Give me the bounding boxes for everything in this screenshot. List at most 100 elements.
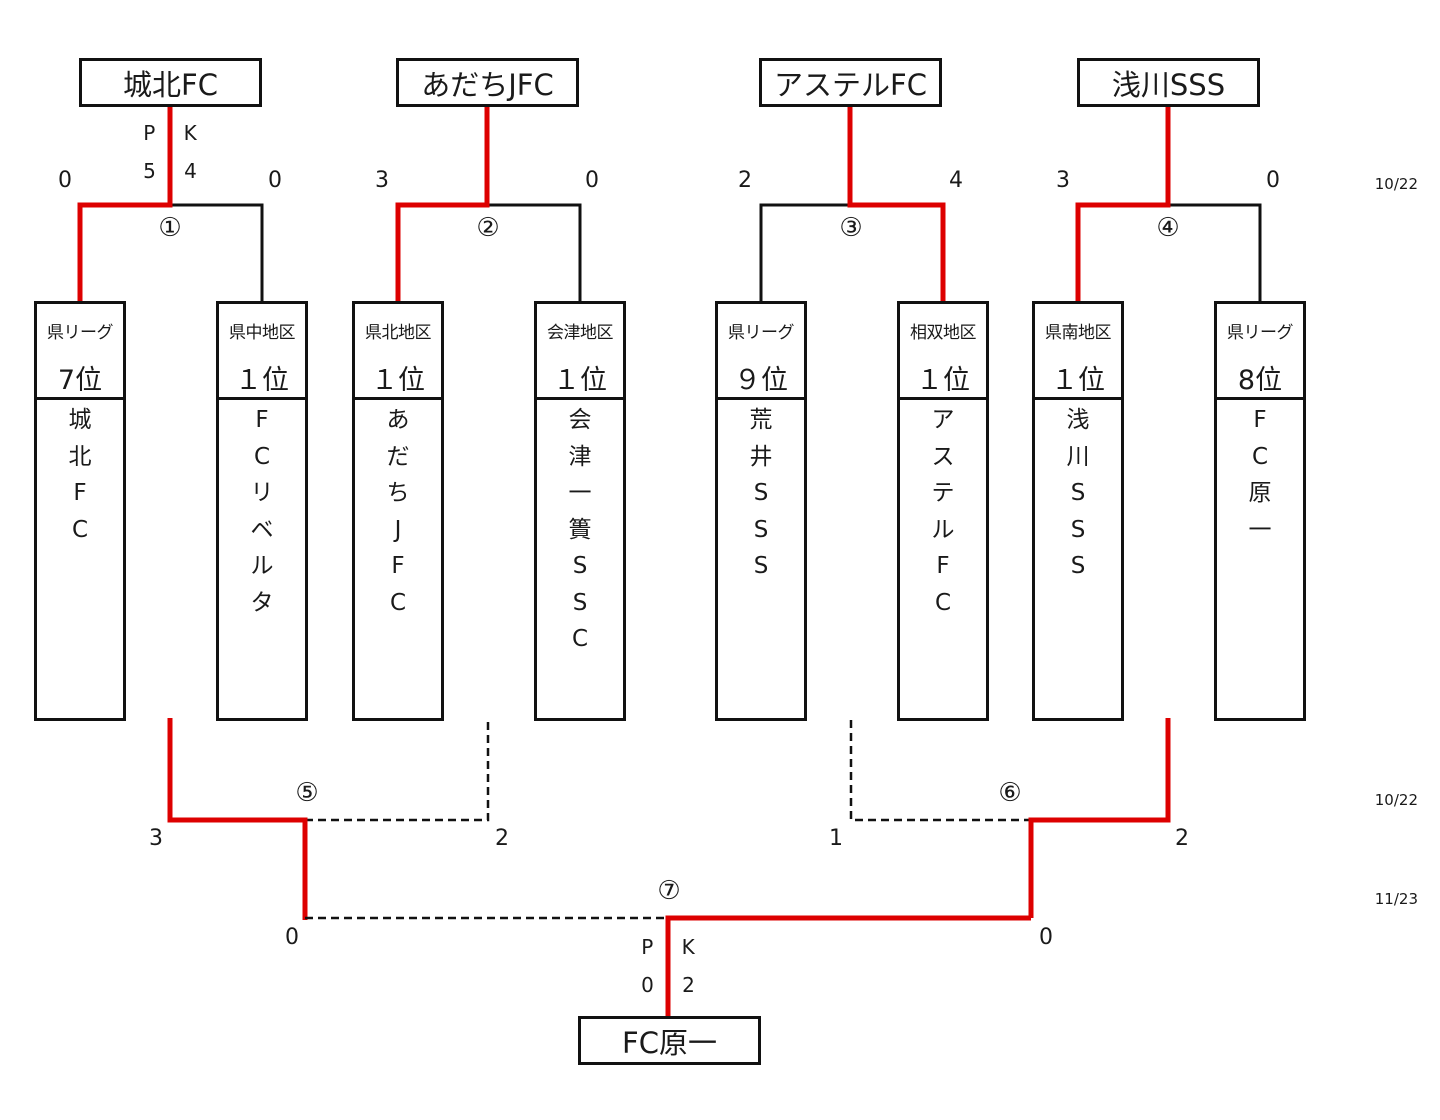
team-name-char: ベ	[250, 516, 274, 543]
match-number: ②	[476, 213, 500, 243]
match-number: ④	[1156, 213, 1180, 243]
pk-score: 5 4	[143, 159, 205, 183]
score-right: 0	[1039, 925, 1053, 950]
pk-label: P K	[143, 121, 205, 145]
team-rank: １位	[235, 365, 289, 396]
team-divider	[1217, 397, 1303, 400]
score-left: 3	[375, 168, 389, 193]
match-number: ①	[158, 213, 182, 243]
score-left: 3	[149, 826, 163, 851]
team-name-char: 井	[749, 443, 773, 470]
team-rank: １位	[553, 365, 607, 396]
team-divider	[1035, 397, 1121, 400]
team-name-char: C	[389, 589, 407, 616]
round1-winner-box-2: あだちJFC	[396, 58, 579, 107]
score-left: 1	[829, 826, 843, 851]
team-name-char: 浅	[1066, 407, 1090, 433]
match6-loser-line	[849, 720, 1031, 822]
match3-loser-line	[759, 203, 850, 301]
match4-winner-line	[1075, 107, 1171, 301]
team-divider	[355, 397, 441, 400]
pk-score: 0 2	[641, 973, 703, 997]
team-name-char: C	[253, 443, 271, 470]
match-number: ③	[839, 213, 863, 243]
team-name-char: ち	[386, 480, 410, 506]
team-category: 県リーグ	[1227, 323, 1294, 343]
team-name-char: 川	[1066, 443, 1090, 470]
team-name-char: 会	[568, 407, 592, 433]
match6-winner-line	[1028, 718, 1171, 918]
team-category: 県南地区	[1045, 323, 1112, 343]
team-category: 県リーグ	[47, 323, 114, 343]
team-rank: 7位	[57, 365, 103, 396]
team-name-char: 北	[68, 443, 92, 470]
winner-name: 城北FC	[123, 67, 218, 102]
round1-winner-box-3: アステルFC	[759, 58, 942, 107]
team-name-char: 荒	[749, 407, 773, 433]
team-rank: １位	[1051, 365, 1105, 396]
score-right: 0	[1266, 168, 1280, 193]
match-number: ⑥	[998, 778, 1022, 808]
team-name-char: F	[391, 553, 405, 579]
score-left: 3	[1056, 168, 1070, 193]
team-name-char: ル	[250, 553, 274, 579]
match-number: ⑦	[657, 876, 681, 906]
match3-winner-line	[847, 107, 946, 301]
team-name-char: あ	[386, 407, 410, 433]
date-semifinal: 10/22	[1374, 791, 1418, 809]
team-name-char: C	[71, 516, 89, 543]
team-name-char: テ	[931, 480, 955, 506]
team-name-char: J	[394, 516, 402, 543]
winner-name: あだちJFC	[421, 67, 554, 102]
score-left: 2	[738, 168, 752, 193]
team-name-char: F	[1253, 407, 1267, 433]
team-name-char: S	[1070, 553, 1086, 579]
team-category: 県北地区	[365, 323, 432, 343]
team-name-char: だ	[386, 443, 410, 470]
team-divider	[537, 397, 623, 400]
team-category: 県リーグ	[728, 323, 795, 343]
team-name-char: F	[255, 407, 269, 433]
match5-winner-line	[167, 718, 308, 920]
team-category: 県中地区	[229, 323, 296, 343]
pk-label: P K	[641, 935, 703, 959]
match2-loser-line	[487, 203, 582, 301]
team-name-char: S	[1070, 480, 1086, 506]
match-number: ⑤	[295, 778, 319, 808]
score-right: 2	[1175, 826, 1189, 851]
team-divider	[718, 397, 804, 400]
team-name-char: 簣	[568, 516, 592, 543]
team-name-char: F	[73, 480, 87, 506]
match4-loser-line	[1168, 203, 1262, 301]
team-name-char: ル	[931, 516, 955, 543]
match5-loser-line	[305, 720, 490, 822]
score-left: 0	[58, 168, 72, 193]
team-category: 相双地区	[910, 323, 977, 343]
match1-loser-line	[170, 203, 264, 301]
match1-winner-line	[77, 107, 173, 301]
team-divider	[900, 397, 986, 400]
team-name-char: S	[572, 589, 588, 616]
champion-box: FC原一	[578, 1016, 761, 1065]
team-rank: １位	[371, 365, 425, 396]
match7-winner-line	[665, 915, 1031, 1016]
team-name-char: ア	[931, 407, 955, 433]
date-round1: 10/22	[1374, 175, 1418, 193]
team-rank: 8位	[1237, 365, 1283, 396]
team-name-char: F	[936, 553, 950, 579]
